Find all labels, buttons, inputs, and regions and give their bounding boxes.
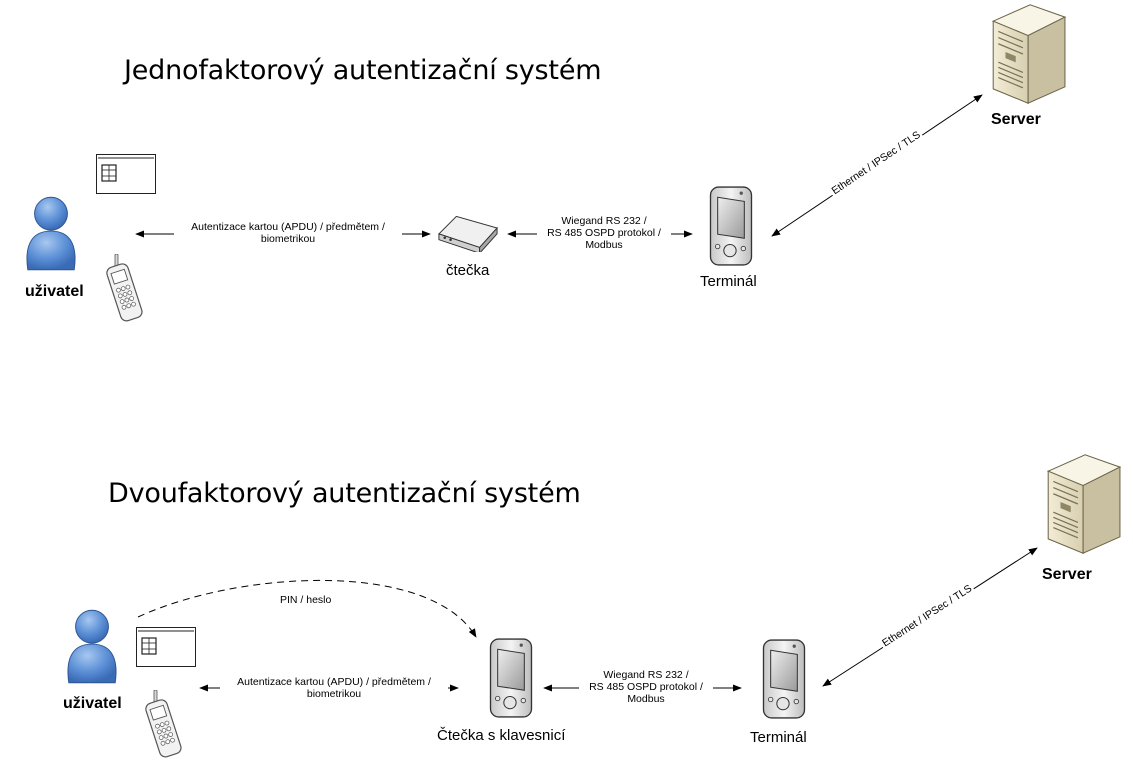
top-title: Jednofaktorový autentizační systém [124, 55, 602, 86]
pda-terminal-icon [709, 186, 753, 266]
bottom-link-reader-terminal-line1: Wiegand RS 232 / [603, 669, 689, 681]
bottom-link-reader-terminal-line3: Modbus [627, 693, 665, 705]
top-link-reader-terminal-line3: Modbus [585, 239, 623, 251]
top-server-label: Server [991, 111, 1041, 128]
server-icon [1047, 454, 1121, 554]
top-link-user-reader-label: Autentizace kartou (APDU) / předmětem / … [174, 221, 402, 245]
bottom-link-user-reader-line1: Autentizace kartou (APDU) / předmětem / [237, 676, 431, 688]
pin-label: PIN / heslo [280, 594, 332, 606]
mobile-phone-icon [145, 690, 184, 760]
bottom-terminal-label: Terminál [750, 729, 807, 746]
pin-arrow [137, 580, 477, 638]
mobile-phone-icon [106, 254, 145, 324]
top-reader-label: čtečka [446, 262, 490, 279]
smart-card-icon [136, 627, 196, 667]
user-icon [67, 609, 117, 684]
top-link-user-reader-line2: biometrikou [260, 233, 316, 245]
top-link-reader-terminal-line2: RS 485 OSPD protokol / [547, 227, 661, 239]
smart-card-icon [96, 154, 156, 194]
bottom-title: Dvoufaktorový autentizační systém [108, 478, 581, 509]
keypad-reader-icon [489, 638, 533, 718]
bottom-reader-label: Čtečka s klavesnicí [437, 727, 566, 744]
top-terminal-label: Terminál [700, 273, 757, 290]
top-link-reader-terminal-label: Wiegand RS 232 / RS 485 OSPD protokol / … [537, 215, 671, 251]
bottom-link-user-reader-label: Autentizace kartou (APDU) / předmětem / … [220, 676, 448, 700]
card-reader-icon [438, 215, 498, 252]
bottom-server-label: Server [1042, 566, 1092, 583]
top-link-user-reader-line1: Autentizace kartou (APDU) / předmětem / [191, 221, 385, 233]
server-icon [992, 4, 1066, 104]
top-system [26, 4, 1066, 324]
top-user-label: uživatel [25, 283, 84, 300]
top-link-reader-terminal-line1: Wiegand RS 232 / [561, 215, 647, 227]
pda-terminal-icon [762, 639, 806, 719]
bottom-link-user-reader-line2: biometrikou [306, 688, 362, 700]
bottom-user-label: uživatel [63, 695, 122, 712]
bottom-link-reader-terminal-label: Wiegand RS 232 / RS 485 OSPD protokol / … [579, 669, 713, 705]
bottom-link-reader-terminal-line2: RS 485 OSPD protokol / [589, 681, 703, 693]
user-icon [26, 196, 76, 271]
